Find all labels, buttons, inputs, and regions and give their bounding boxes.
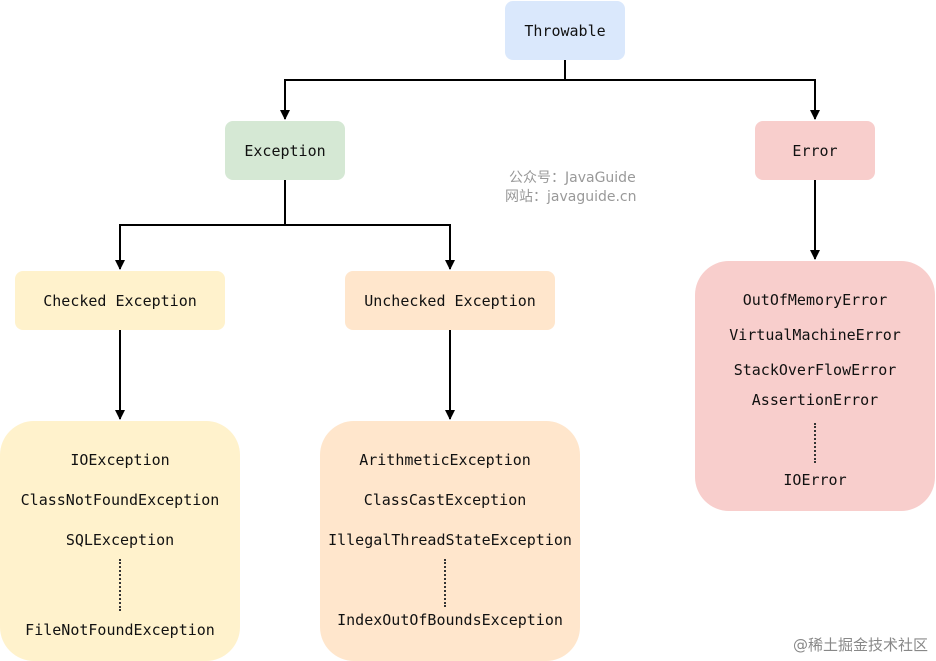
list-item: ClassNotFoundException	[20, 491, 220, 509]
ellipsis-dots	[444, 559, 446, 607]
list-item: FileNotFoundException	[25, 621, 215, 639]
unchecked-exception-node: Unchecked Exception	[345, 271, 555, 330]
watermark-line-1: 公众号：JavaGuide	[509, 170, 636, 186]
watermark-line-2: 网站：javaguide.cn	[505, 189, 637, 205]
ellipsis-dots	[119, 559, 121, 611]
throwable-node: Throwable	[505, 1, 625, 60]
exception-node: Exception	[225, 121, 345, 180]
list-item: IndexOutOfBoundsException	[337, 611, 563, 629]
error-node: Error	[755, 121, 875, 180]
list-item: OutOfMemoryError	[742, 291, 888, 309]
list-item: ClassCastException	[363, 491, 527, 509]
list-item: AssertionError	[751, 391, 879, 409]
list-item: IOError	[783, 471, 847, 489]
ellipsis-dots	[814, 423, 816, 463]
checked-exception-node: Checked Exception	[15, 271, 225, 330]
error-list: OutOfMemoryError VirtualMachineError Sta…	[695, 261, 935, 511]
list-item: ArithmeticException	[359, 451, 531, 469]
list-item: VirtualMachineError	[729, 326, 901, 344]
list-item: IOException	[70, 451, 170, 469]
corner-watermark: @稀土掘金技术社区	[792, 636, 928, 654]
unchecked-exception-list: ArithmeticException ClassCastException I…	[320, 421, 580, 661]
checked-exception-list: IOException ClassNotFoundException SQLEx…	[0, 421, 240, 661]
list-item: IllegalThreadStateException	[328, 531, 572, 549]
list-item: StackOverFlowError	[733, 361, 897, 379]
list-item: SQLException	[65, 531, 175, 549]
